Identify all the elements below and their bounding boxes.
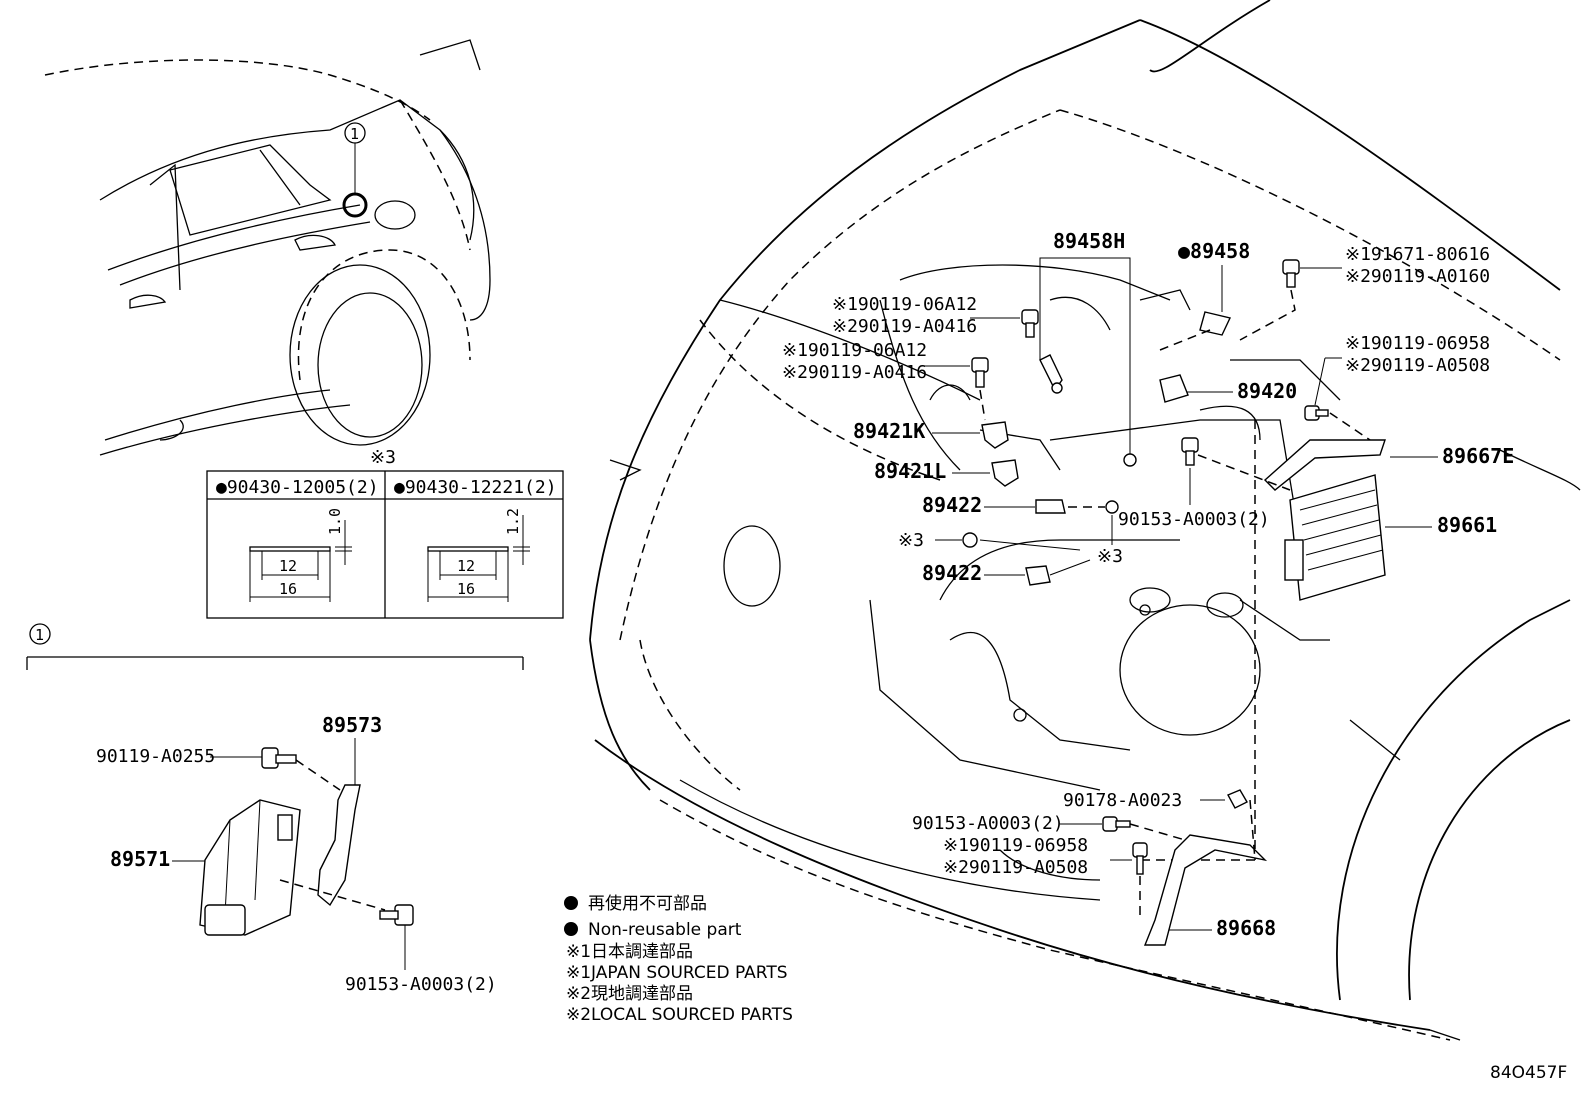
sensor-89420-part [1159, 374, 1189, 403]
bolt-br-part [1132, 842, 1148, 875]
legend-item-6: ※2LOCAL SOURCED PARTS [566, 1005, 793, 1025]
bolt-br-label-1: ※190119-06958 [943, 835, 1088, 856]
part-89667E-label: 89667E [1442, 444, 1514, 468]
nut-a0023-label: 90178-A0023 [1063, 790, 1182, 811]
callout-1-label: 1 [350, 125, 359, 143]
bolt-tl-label-2: ※290119-A0416 [832, 316, 977, 337]
callout-1-marker: 1 [342, 122, 368, 218]
legend: 再使用不可部品 Non-reusable part ※1日本調達部品 ※1JAP… [564, 893, 793, 1025]
legend-item-4: ※1JAPAN SOURCED PARTS [566, 963, 788, 983]
diagram-code: 84O457F [1490, 1063, 1567, 1083]
clip1-thickness: 1.0 [326, 508, 344, 535]
bolt-mr-part [1304, 405, 1329, 421]
part-89458H-label: 89458H [1053, 229, 1125, 253]
bolt-a0003-part [379, 904, 414, 926]
clip-table-note: ※3 [370, 447, 396, 468]
part-89422-a-label: 89422 [922, 493, 982, 517]
bolt-mr-label-1: ※190119-06958 [1345, 333, 1490, 354]
sensor-89421L-part [991, 459, 1019, 487]
legend-item-5: ※2現地調達部品 [566, 984, 693, 1004]
legend-item-3: ※1日本調達部品 [566, 942, 693, 962]
part-89458-label: ●89458 [1178, 239, 1250, 263]
sensor-89458-part [1199, 311, 1231, 336]
bolt-tr-label-2: ※290119-A0160 [1345, 266, 1490, 287]
clip2-length: 16 [457, 580, 475, 598]
sensor-89422-a-part [1035, 499, 1066, 514]
bolt-a0003-label: 90153-A0003(2) [345, 974, 497, 995]
sensor-89458H-part [1039, 354, 1063, 394]
bolt-a0255-label: 90119-A0255 [96, 746, 215, 767]
bolt-tr-part [1282, 259, 1300, 288]
gasket-part [1123, 453, 1137, 467]
bolt-ml-label-2: ※290119-A0416 [782, 362, 927, 383]
car-front-illustration [589, 0, 1581, 1041]
sensor-89422-b-part [1025, 565, 1051, 586]
bolt-mr-label-2: ※290119-A0508 [1345, 355, 1490, 376]
clip-col1-header: ●90430-12005(2) [216, 477, 379, 498]
bracket-89667E-part [1263, 439, 1386, 491]
detail-1-marker: 1 [35, 626, 44, 644]
nut-a0023-part [1227, 789, 1248, 809]
bolt-ecu-label: 90153-A0003(2) [1118, 509, 1270, 530]
module-89571-part [199, 799, 301, 936]
legend-item-1: 再使用不可部品 [588, 893, 707, 914]
part-89420-label: 89420 [1237, 379, 1297, 403]
part-89661-label: 89661 [1437, 513, 1497, 537]
bolt-ecu-part [1181, 437, 1199, 466]
clip2-thickness: 1.2 [504, 508, 522, 535]
clip1-length: 16 [279, 580, 297, 598]
bolt-tr-label-1: ※191671-80616 [1345, 244, 1490, 265]
clip2-width: 12 [457, 557, 475, 575]
detail-1-group: 1 89573 90119-A0255 89571 [26, 623, 524, 995]
part-89421L-label: 89421L [874, 459, 946, 483]
bolt-tl-label-1: ※190119-06A12 [832, 294, 977, 315]
part-89422-b-label: 89422 [922, 561, 982, 585]
bolt-low-part [1102, 816, 1131, 832]
bolt-br-label-2: ※290119-A0508 [943, 857, 1088, 878]
clip-spec-table: ※3 ●90430-12005(2) ●90430-12221(2) 12 16… [206, 447, 564, 619]
part-89571-label: 89571 [110, 847, 170, 871]
note3-b-label: ※3 [1097, 546, 1123, 567]
bolt-ml-label-1: ※190119-06A12 [782, 340, 927, 361]
engine-bay-callouts: 89458H ●89458 ※191671-80616 ※290119-A016… [782, 229, 1514, 946]
part-89668-label: 89668 [1216, 916, 1276, 940]
car-rear-illustration [44, 39, 491, 456]
part-89421K-label: 89421K [853, 419, 925, 443]
bolt-tl-part [1021, 309, 1039, 338]
clip-col2-header: ●90430-12221(2) [394, 477, 557, 498]
bolt-ml-part [971, 357, 989, 388]
part-89573-label: 89573 [322, 713, 382, 737]
ecu-89661-part [1284, 474, 1386, 601]
bolt-low-label: 90153-A0003(2) [912, 813, 1064, 834]
legend-item-2: Non-reusable part [588, 920, 742, 940]
note3-a-label: ※3 [898, 530, 924, 551]
bolt-a0255-part [261, 747, 297, 769]
clip1-width: 12 [279, 557, 297, 575]
bracket-89668-part [1143, 834, 1268, 946]
bracket-89573-part [317, 784, 361, 907]
sensor-89421K-part [981, 421, 1009, 449]
